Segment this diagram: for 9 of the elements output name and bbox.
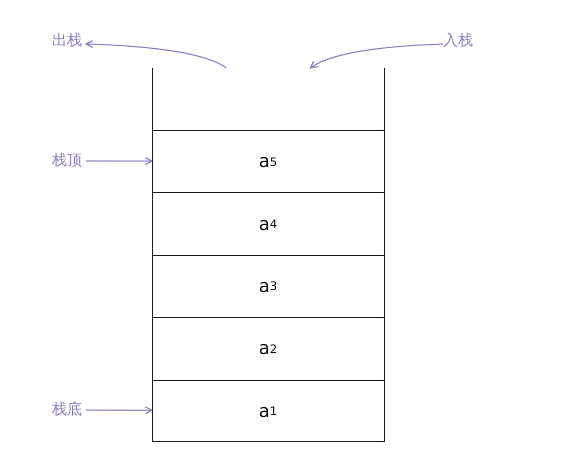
pointer-label: 栈顶 [52, 151, 86, 171]
arrow [310, 43, 444, 69]
stack-container [152, 68, 385, 442]
arrow [86, 406, 153, 414]
arrow [85, 40, 227, 68]
pointer-label: 栈底 [52, 400, 86, 420]
pointer-label: 入栈 [443, 31, 477, 51]
pointer-label: 出栈 [52, 31, 86, 51]
arrow [86, 157, 153, 166]
